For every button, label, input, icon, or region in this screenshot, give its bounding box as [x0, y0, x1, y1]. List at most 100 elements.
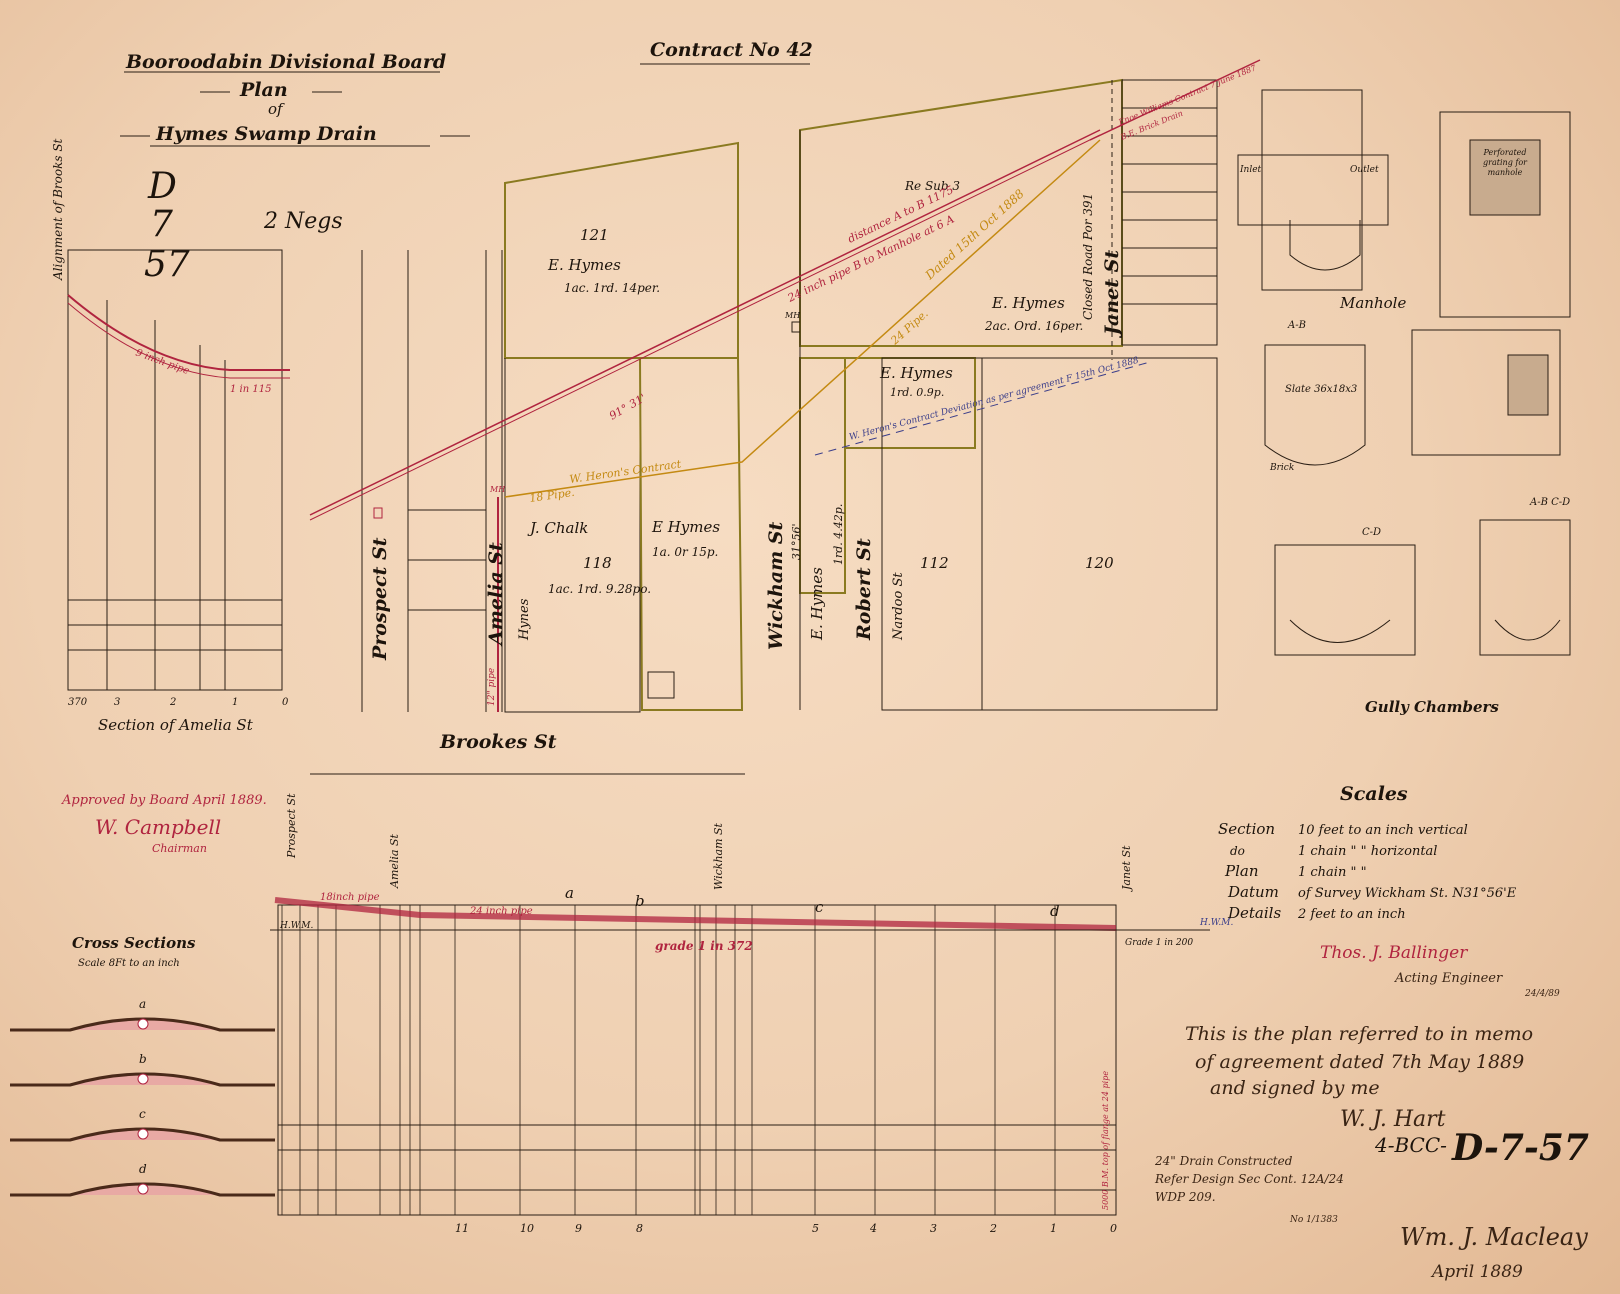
lot-area: 1rd. 4.42p. [832, 504, 845, 565]
approval-note: Approved by Board April 1889. [61, 793, 267, 808]
plan-label: Plan [239, 79, 288, 101]
slate-label: Slate 36x18x3 [1285, 384, 1357, 395]
chairman-signature: W. Campbell [95, 815, 221, 839]
cross-section-letter: d [139, 1162, 147, 1176]
scale-value: 10 feet to an inch vertical [1298, 823, 1468, 838]
lot-number: 121 [580, 226, 609, 244]
pipe-12-note: 12" pipe [487, 668, 497, 706]
wickham-bearing: 31°56' [790, 523, 803, 560]
engineer-signature: Thos. J. Ballinger [1320, 943, 1468, 963]
lot-number: Re Sub 3 [904, 179, 960, 193]
profile-chainage-label: 9 [575, 1222, 582, 1235]
drain-profile [274, 897, 1117, 931]
bottom-signature: Wm. J. Macleay [1400, 1223, 1588, 1251]
reference-number: D-7-57 [1451, 1127, 1589, 1169]
profile-chainage-label: 0 [1110, 1222, 1117, 1235]
chainage-label: 0 [282, 697, 289, 708]
herons-contract-line [504, 139, 1101, 498]
negs-note: 2 Negs [263, 209, 343, 234]
inlet-label: Inlet [1239, 165, 1262, 175]
street-brookes: Brookes St [439, 731, 557, 753]
pipe-18-note: 18 Pipe. [529, 486, 576, 505]
alignment-brooks-label: Alignment of Brooks St [51, 138, 65, 281]
chainage-label: 370 [68, 697, 88, 708]
cross-sections-scale: Scale 8Ft to an inch [78, 958, 180, 969]
small-reference: No 1/1383 [1289, 1215, 1338, 1225]
engineer-label: Acting Engineer [1394, 971, 1503, 986]
plan-title: Hymes Swamp Drain [155, 123, 377, 145]
of-label: of [268, 100, 285, 118]
construction-details: Inlet Outlet Perforated grating for manh… [1237, 89, 1571, 716]
engineer-date: 24/4/89 [1524, 989, 1560, 999]
ref-code-d: D [147, 166, 177, 207]
grating-label: Perforated grating for manhole [1483, 148, 1527, 177]
reference-prefix: 4-BCC- [1374, 1133, 1447, 1157]
lot-owner: E. Hymes [808, 567, 826, 641]
profile-chainage-label: 1 [1050, 1222, 1057, 1235]
profile-letter: d [1050, 902, 1060, 920]
profile-chainage-label: 8 [636, 1222, 643, 1235]
pipe-circle [137, 1183, 149, 1195]
profile-chainage-label: 2 [989, 1222, 997, 1235]
amelia-section-title: Section of Amelia St [98, 716, 254, 734]
manhole-marker: MH [489, 485, 506, 494]
lot-owner: E. Hymes [879, 364, 953, 382]
chainage-label: 2 [169, 697, 176, 708]
profile-grade-2: Grade 1 in 200 [1125, 938, 1193, 948]
lot-owner: J. Chalk [527, 519, 588, 537]
pipe-circle [137, 1128, 149, 1140]
lot-121 [504, 141, 739, 359]
herons-contract-note: W. Heron's Contract [569, 457, 683, 486]
gully-title: Gully Chambers [1365, 698, 1499, 716]
cross-section-letter: a [139, 997, 146, 1011]
pipe-24b-note: 24 Pipe. [888, 307, 931, 348]
lot-owner: E. Hymes [991, 294, 1065, 312]
profile-pipe-24: 24 inch pipe [469, 906, 533, 917]
scale-value: of Survey Wickham St. N31°56'E [1298, 886, 1517, 901]
bottom-date: April 1889 [1430, 1262, 1523, 1282]
scales-block: Scales Section 10 feet to an inch vertic… [1218, 783, 1517, 922]
profile-label: Janet St [1120, 845, 1133, 892]
longitudinal-section: Prospect St Amelia St Wickham St Janet S… [270, 793, 1233, 1235]
lot-area: 1rd. 0.9p. [890, 386, 944, 399]
cross-section-letter: b [139, 1052, 147, 1066]
cross-sections-title: Cross Sections [72, 934, 196, 952]
footer-note: 24" Drain Constructed [1154, 1154, 1293, 1168]
cross-sections: Cross Sections Scale 8Ft to an inch a b c d [10, 934, 275, 1197]
profile-chainage-label: 3 [930, 1222, 937, 1235]
scales-title: Scales [1340, 783, 1408, 805]
street-prospect: Prospect St [369, 537, 391, 661]
pipe-circle [137, 1018, 149, 1030]
ref-code-7: 7 [150, 204, 173, 245]
enoe-williams-line [1089, 59, 1261, 141]
manhole-title: Manhole [1339, 294, 1406, 312]
lot-number: 112 [920, 554, 949, 572]
profile-chainage-label: 10 [520, 1222, 534, 1235]
memo-line: This is the plan referred to in memo [1185, 1023, 1533, 1045]
lot-area: 2ac. Ord. 16per. [984, 319, 1083, 333]
closed-road-label: Closed Road Por 391 [1081, 193, 1095, 320]
profile-letter: c [815, 898, 824, 916]
scale-label: do [1230, 844, 1245, 858]
street-robert: Robert St [853, 538, 875, 641]
scale-value: 1 chain " " [1298, 865, 1367, 880]
footer-note: WDP 209. [1155, 1190, 1216, 1204]
profile-chainage-label: 5 [812, 1222, 819, 1235]
profile-letter: b [635, 892, 645, 910]
nardoo-label: Nardoo St [891, 572, 906, 641]
datum-note: 5000 B.M. top of flange at 24 pipe [1101, 1071, 1110, 1210]
lot-number: 118 [583, 554, 612, 572]
cross-section-letter: c [139, 1107, 146, 1121]
footer-note: Refer Design Sec Cont. 12A/24 [1154, 1172, 1344, 1186]
memo-line: of agreement dated 7th May 1889 [1195, 1051, 1524, 1073]
chainage-label: 1 [232, 697, 238, 708]
signatures: Approved by Board April 1889. W. Campbel… [61, 793, 1588, 1282]
hwm-label: H.W.M. [279, 921, 313, 931]
street-amelia: Amelia St [485, 542, 507, 647]
profile-grade: grade 1 in 372 [655, 939, 753, 953]
scale-label: Section [1218, 820, 1275, 838]
section-label: A-B [1287, 320, 1306, 331]
enoe-note: Enoe Williams Contract 7 June 1887 [1116, 63, 1258, 127]
